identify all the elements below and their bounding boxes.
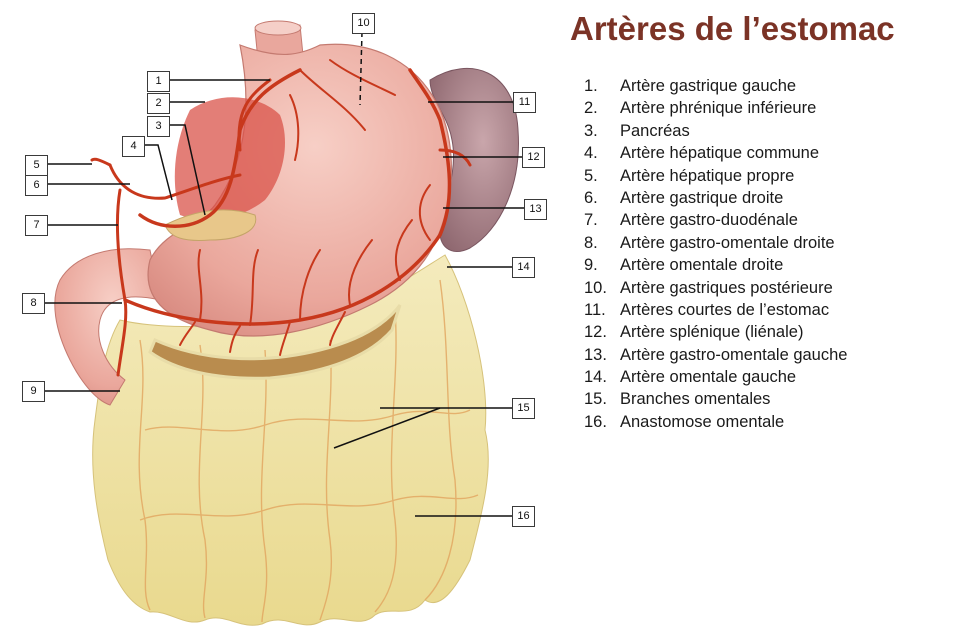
omental-bursa-opening [148,304,402,380]
spleen [429,67,519,252]
callout-11: 11 [513,92,536,113]
legend-item: 16.Anastomose omentale [584,412,785,431]
callout-14: 14 [512,257,535,278]
legend-item: 7.Artère gastro-duodénale [584,211,798,230]
lesser-omentum-window [174,97,285,220]
legend-item: 12.Artère splénique (liénale) [584,323,804,342]
legend-item: 5.Artère hépatique propre [584,166,795,185]
legend-list: 1.Artère gastrique gauche 2.Artère phrén… [584,75,847,433]
legend-item: 14.Artère omentale gauche [584,368,797,387]
legend-item: 2.Artère phrénique inférieure [584,99,817,118]
callout-3: 3 [147,116,170,137]
callout-7: 7 [25,215,48,236]
callout-4: 4 [122,136,145,157]
legend-item: 15.Branches omentales [584,390,771,409]
callout-2: 2 [147,93,170,114]
arteries [90,59,472,377]
callout-15: 15 [512,398,535,419]
callout-12: 12 [522,147,545,168]
callout-8: 8 [22,293,45,314]
legend-item: 13.Artère gastro-omentale gauche [584,345,848,364]
legend-item: 6.Artère gastrique droite [584,188,784,207]
callout-5: 5 [25,155,48,176]
legend-item: 1.Artère gastrique gauche [584,77,797,95]
callout-9: 9 [22,381,45,402]
callout-6: 6 [25,175,48,196]
callout-16: 16 [512,506,535,527]
callout-10: 10 [352,13,375,34]
legend-item: 9.Artère omentale droite [584,256,784,275]
legend-item: 11.Artères courtes de l’estomac [584,300,830,319]
duodenum [54,248,161,406]
stomach-arteries-illustration [45,20,524,626]
diagram-title: Artères de l’estomac [570,10,895,47]
legend-item: 8.Artère gastro-omentale droite [584,233,835,252]
greater-omentum [92,254,489,626]
legend-item: 3.Pancréas [584,121,690,140]
legend-item: 10.Artère gastriques postérieure [584,278,833,297]
pancreas [164,209,257,241]
legend-item: 4.Artère hépatique commune [584,144,820,163]
callout-13: 13 [524,199,547,220]
callout-leaders [45,31,524,517]
omentum-vessels [138,279,479,623]
callout-1: 1 [147,71,170,92]
